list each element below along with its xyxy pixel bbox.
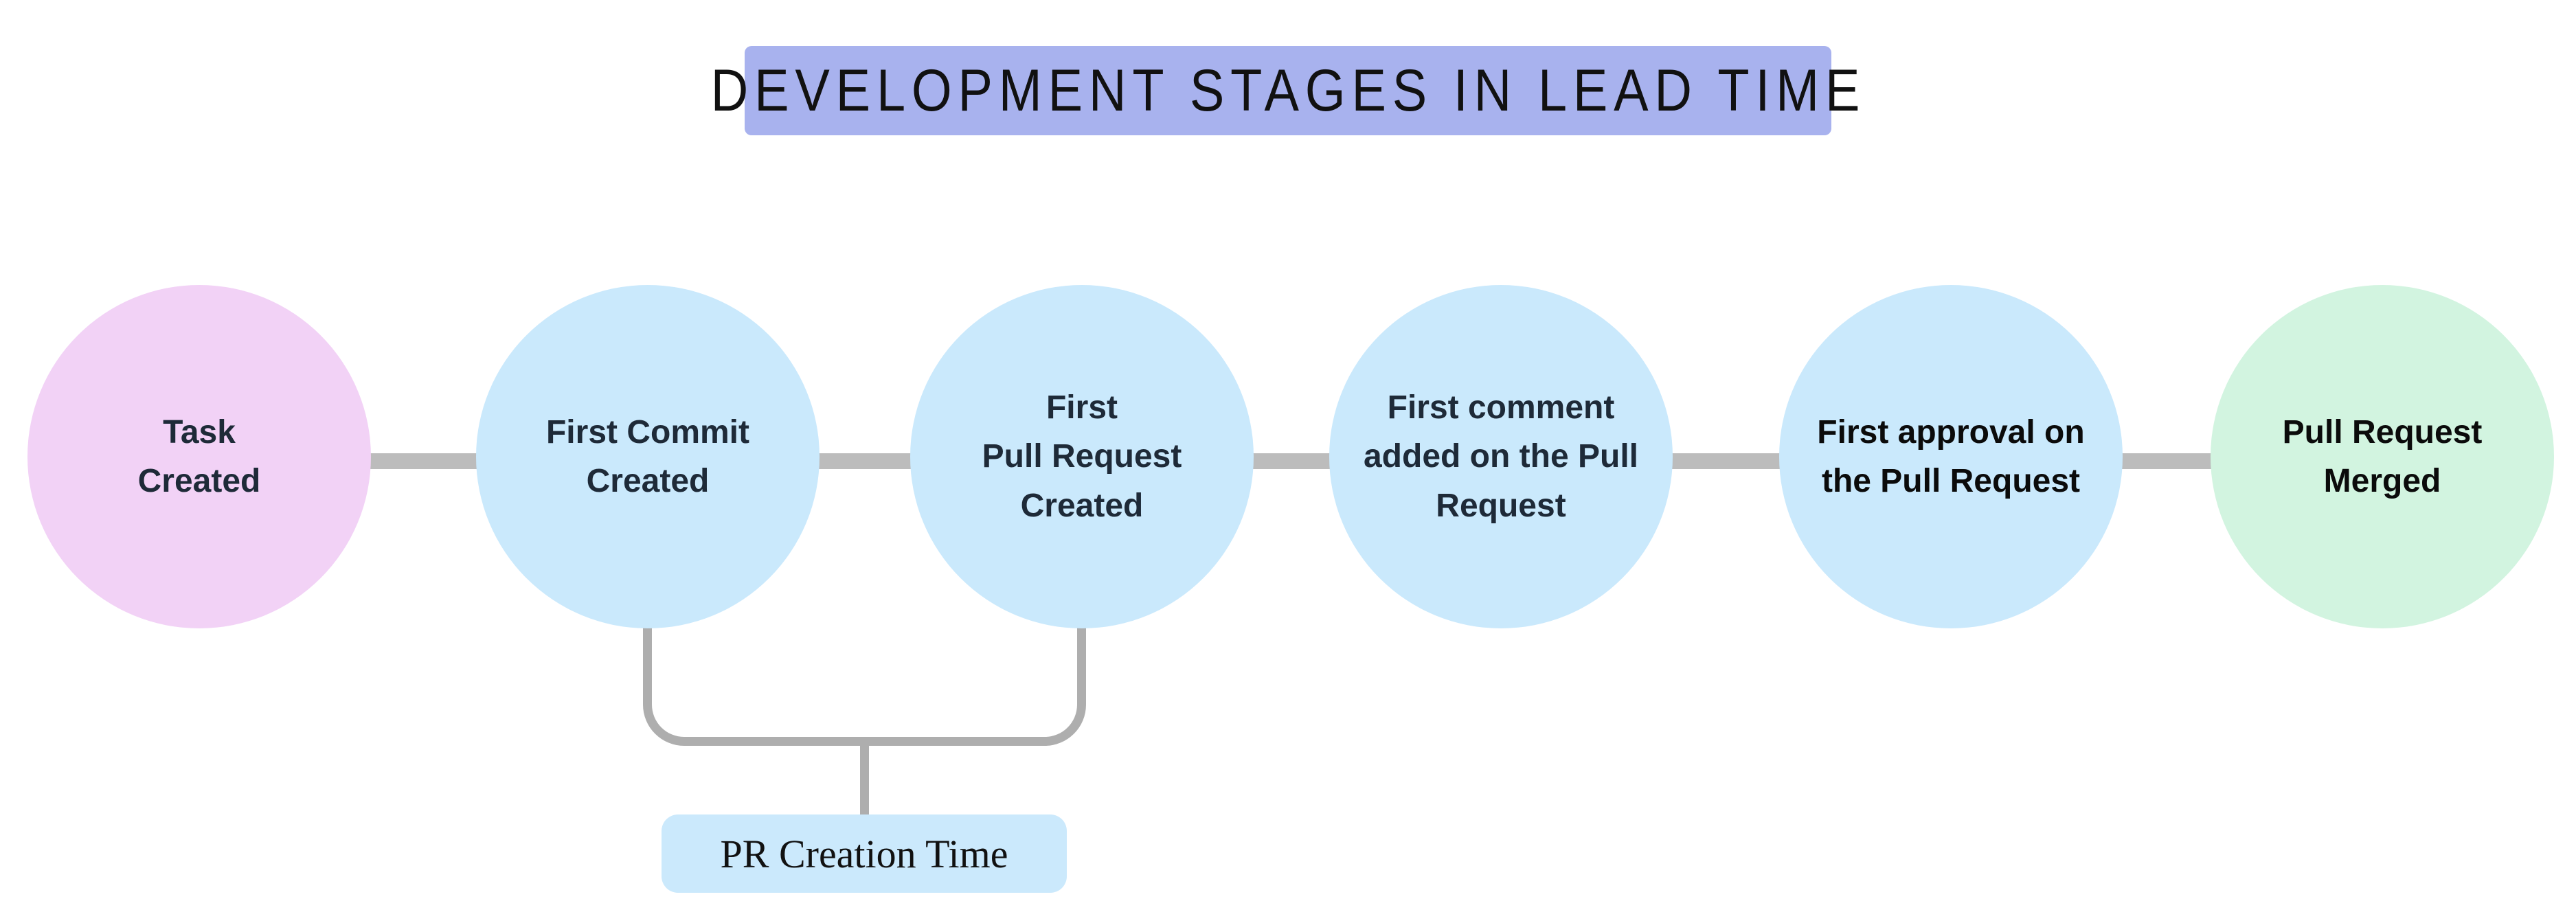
stage-circle-task-created: Task Created <box>27 285 371 628</box>
stage-circle-first-comment-added: First comment added on the Pull Request <box>1329 285 1673 628</box>
pr-creation-time-bracket <box>643 624 1086 746</box>
bracket-stem <box>860 742 869 814</box>
stage-circle-first-commit-created: First Commit Created <box>476 285 820 628</box>
stage-circle-label: First Pull Request Created <box>982 389 1182 524</box>
pr-creation-time-label: PR Creation Time <box>662 814 1067 893</box>
title-banner: DEVELOPMENT STAGES IN LEAD TIME <box>710 46 1860 135</box>
stage-circle-first-approval: First approval on the Pull Request <box>1779 285 2123 628</box>
stage-circle-label: Pull Request Merged <box>2282 413 2483 499</box>
title-text: DEVELOPMENT STAGES IN LEAD TIME <box>710 57 1866 124</box>
stage-circle-label: Task Created <box>137 413 261 499</box>
stage-circle-label: First approval on the Pull Request <box>1817 413 2085 499</box>
stage-circle-label: First Commit Created <box>545 413 749 499</box>
stage-circle-first-pull-request-created: First Pull Request Created <box>910 285 1254 628</box>
stage-circle-pull-request-merged: Pull Request Merged <box>2211 285 2554 628</box>
stage-circle-label: First comment added on the Pull Request <box>1363 389 1638 524</box>
pr-creation-time-label-text: PR Creation Time <box>720 831 1008 876</box>
